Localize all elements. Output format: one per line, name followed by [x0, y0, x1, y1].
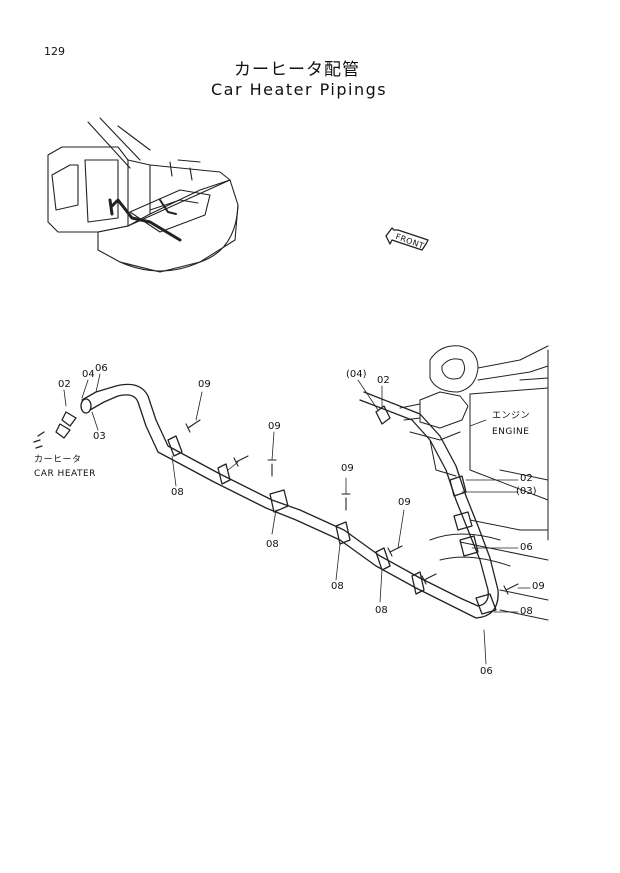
part-callout-04-engine: (04) — [346, 369, 367, 380]
front-direction-arrow — [385, 227, 429, 251]
engine-label-japanese: エンジン — [492, 411, 531, 421]
part-callout-09: 09 — [341, 463, 354, 474]
part-callout-08: 08 — [331, 581, 344, 592]
clamp — [453, 511, 473, 531]
pipe-clamps — [167, 405, 497, 615]
part-callout-02: 02 — [520, 473, 533, 484]
part-callout-09: 09 — [198, 379, 211, 390]
page-title-english: Car Heater Pipings — [211, 80, 388, 99]
page-number: 129 — [44, 45, 65, 58]
clamp — [335, 521, 351, 545]
heater-hose-assembly — [33, 383, 499, 619]
part-callout-06: 06 — [520, 542, 533, 553]
clamp — [269, 489, 289, 513]
page-title-japanese: カーヒータ配管 — [234, 60, 360, 80]
part-callout-09: 09 — [268, 421, 281, 432]
part-callout-09: 09 — [398, 497, 411, 508]
clamp — [217, 463, 231, 485]
part-callout-03: (03) — [516, 486, 537, 497]
part-callout-03: 03 — [93, 431, 106, 442]
part-callout-02-engine: 02 — [377, 375, 390, 386]
clamp — [411, 571, 425, 595]
engine-label-english: ENGINE — [492, 427, 530, 437]
engine-illustration — [399, 345, 549, 621]
clamp — [375, 405, 391, 425]
clamp — [375, 547, 391, 571]
mounting-bolts — [185, 419, 519, 595]
clamp — [475, 593, 497, 615]
part-callout-08: 08 — [266, 539, 279, 550]
car-heater-label-japanese: カーヒータ — [34, 455, 82, 465]
part-callout-08: 08 — [171, 487, 184, 498]
part-callout-04: 04 — [82, 369, 95, 380]
excavator-overview-illustration — [47, 117, 239, 273]
callout-leader-lines — [63, 373, 531, 665]
part-callout-08: 08 — [520, 606, 533, 617]
clamp — [449, 475, 467, 497]
car-heater-label-english: CAR HEATER — [34, 469, 96, 479]
part-callout-06: 06 — [480, 666, 493, 677]
part-callout-06: 06 — [95, 363, 108, 374]
part-callout-02: 02 — [58, 379, 71, 390]
clamp — [167, 435, 183, 457]
clamp — [459, 535, 479, 557]
part-callout-08: 08 — [375, 605, 388, 616]
part-callout-09: 09 — [532, 581, 545, 592]
